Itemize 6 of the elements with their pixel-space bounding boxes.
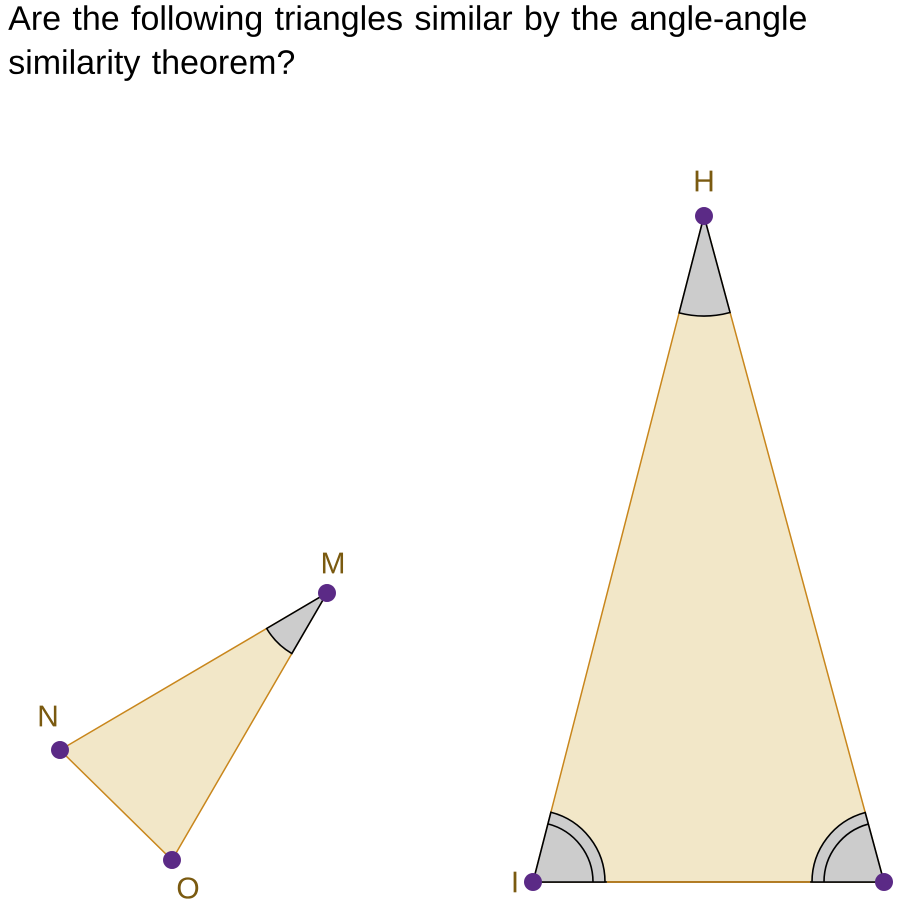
vertex-label: N <box>40 706 56 726</box>
vertex-label: M <box>322 552 344 574</box>
vertex-label: O <box>178 877 198 899</box>
vertex-label: H <box>696 170 712 192</box>
vertex-label: I <box>514 872 516 892</box>
question-text: Are the following triangles similar by the angle-angle similarity theorem? <box>8 5 806 81</box>
